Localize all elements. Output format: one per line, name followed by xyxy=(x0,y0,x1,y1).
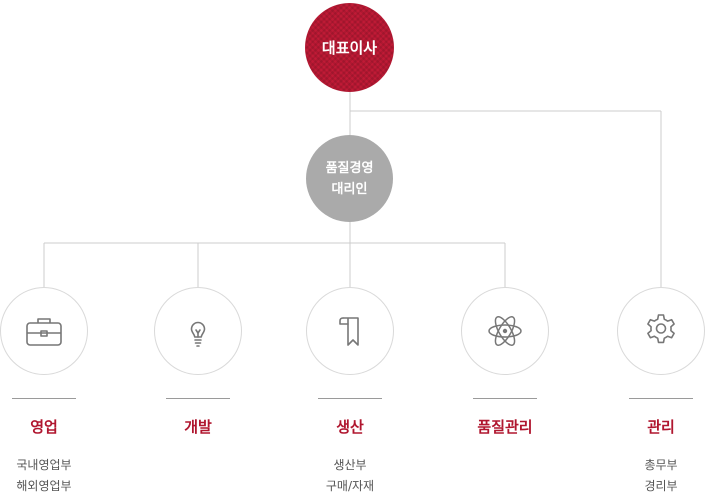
dept-production-subs: 생산부 구매/자재 xyxy=(280,455,420,497)
dept-production-sub-1: 생산부 xyxy=(333,458,367,472)
dept-sales-subs: 국내영업부 해외영업부 xyxy=(0,455,114,497)
dept-admin-sub-2: 경리부 xyxy=(644,479,678,493)
dept-qc-title: 품질관리 xyxy=(477,418,533,436)
ceo-node: 대표이사 xyxy=(305,3,394,92)
quality-rep-node: 품질경영 대리인 xyxy=(306,135,393,222)
ceo-label: 대표이사 xyxy=(321,39,378,57)
dept-admin-subs: 총무부 경리부 xyxy=(591,455,706,497)
dept-admin-sub-1: 총무부 xyxy=(644,458,678,472)
dept-sales-sub-1: 국내영업부 xyxy=(16,458,72,472)
dept-production-sub-2: 구매/자재 xyxy=(325,479,375,493)
atom-icon xyxy=(488,316,522,346)
quality-rep-line1: 품질경영 xyxy=(325,160,374,176)
dept-sales-rule xyxy=(12,398,76,399)
dept-production-circle xyxy=(306,287,394,375)
dept-dev-rule xyxy=(166,398,230,399)
quality-rep-line2: 대리인 xyxy=(331,181,368,197)
dept-admin-title: 관리 xyxy=(647,418,675,436)
dept-dev-title: 개발 xyxy=(184,418,212,436)
dept-qc-circle xyxy=(461,287,549,375)
dept-qc-rule xyxy=(473,398,537,399)
lightbulb-icon xyxy=(190,321,206,347)
gear-icon xyxy=(647,314,675,344)
dept-production-title: 생산 xyxy=(336,418,364,436)
dept-admin-rule xyxy=(629,398,693,399)
dept-sales-circle xyxy=(0,287,88,375)
dept-sales-sub-2: 해외영업부 xyxy=(16,479,72,493)
dept-admin-circle xyxy=(617,287,705,375)
briefcase-icon xyxy=(26,318,62,346)
bookmark-icon xyxy=(339,317,359,346)
dept-production-rule xyxy=(318,398,382,399)
dept-sales-title: 영업 xyxy=(30,418,58,436)
dept-dev-circle xyxy=(154,287,242,375)
